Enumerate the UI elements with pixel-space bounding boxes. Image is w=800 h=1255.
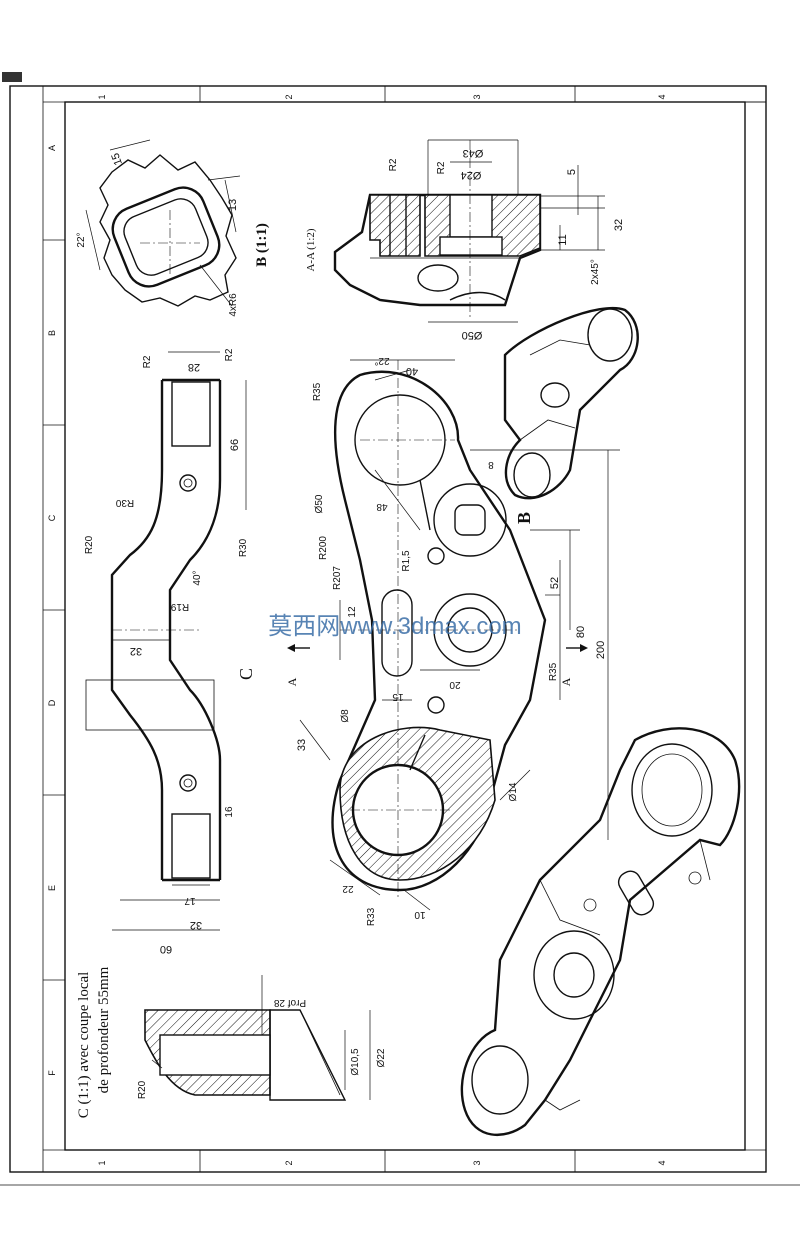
main-dim-r33: R33 [366,907,377,926]
detail-b-view: 15 13 22° 4xR6 B (1:1) [76,139,270,317]
section-aa-title: A-A (1:2) [305,228,317,271]
main-dim-48: 48 [376,501,388,512]
side-dim-16: 16 [224,806,235,818]
side-dim-32-b: 32 [190,919,202,931]
section-aa-dim-11: 11 [557,234,569,245]
main-detail-letter-b: B [514,512,534,524]
main-dim-52: 52 [549,577,561,589]
zone-left-a: A [47,145,57,151]
section-aa-dim-r2-a: R2 [388,158,399,171]
main-dim-r207: R207 [332,566,343,590]
drawing-frame [0,85,800,1186]
section-aa-dim-r2-b: R2 [436,161,447,174]
main-dim-d50: Ø50 [314,494,325,513]
zone-top-4: 4 [657,94,667,99]
zone-bottom-3: 3 [472,1160,482,1165]
main-dim-d8: Ø8 [340,709,351,723]
section-aa-view: R2 R2 Ø43 Ø24 5 32 11 2x45° Ø50 A-A (1:2… [305,139,625,341]
detail-c-dim-d22: Ø22 [376,1048,387,1067]
section-aa-dim-5: 5 [566,169,578,175]
detail-c-title-line1: C (1:1) avec coupe local [76,972,92,1119]
detail-b-dim-15: 15 [109,151,124,167]
zone-bottom-1: 1 [97,1160,107,1165]
detail-c-view: Prof 28 Ø10,5 Ø22 R20 C (1:1) avec coupe… [76,966,387,1118]
main-dim-8: 8 [488,459,494,470]
main-section-letter-a-left: A [285,677,299,686]
zone-bottom-4: 4 [657,1160,667,1165]
zone-left-b: B [47,330,57,336]
main-dim-200: 200 [595,641,607,659]
main-dim-d14: Ø14 [508,782,519,801]
zone-bottom-2: 2 [284,1160,294,1165]
main-dim-r200: R200 [318,536,329,560]
section-aa-dim-d50: Ø50 [462,329,483,341]
zone-left-f: F [47,1070,57,1076]
main-dim-22deg-top: 22° [374,355,389,366]
detail-b-dim-22deg: 22° [76,232,87,247]
side-view-title: C [236,668,256,680]
side-dim-r2-a: R2 [142,355,153,368]
main-dim-22: 22 [342,883,354,894]
main-dim-10: 10 [414,909,426,920]
zone-left-c: C [47,514,57,521]
zone-top-3: 3 [472,94,482,99]
zone-top-2: 2 [284,94,294,99]
main-section-letter-a-right: A [559,677,573,686]
detail-c-dim-r20: R20 [137,1080,148,1099]
main-dim-r35-top: R35 [312,382,323,401]
detail-b-dim-13: 13 [227,199,239,211]
main-dim-r1-5: R1,5 [401,550,412,572]
section-aa-dim-32: 32 [613,219,625,231]
main-dim-40: 40 [406,365,418,377]
section-aa-dim-d24: Ø24 [461,169,482,181]
side-dim-40deg: 40° [192,570,203,585]
main-dim-12: 12 [347,606,358,618]
detail-c-title-line2: de profondeur 55mm [96,966,112,1093]
watermark-text: 莫西网www.3dmax.com [268,613,521,640]
side-dim-r20: R20 [84,535,95,554]
side-view: R2 28 R2 66 R30 R20 R30 40° R19 32 16 17… [84,348,256,955]
main-dim-33: 33 [296,739,308,751]
section-aa-dim-d43: Ø43 [463,147,484,159]
main-dim-20: 20 [449,679,461,690]
detail-c-dim-prof28: Prof 28 [273,997,306,1008]
side-dim-r30-a: R30 [115,497,134,508]
main-dim-80: 80 [575,626,587,638]
zone-left-e: E [47,885,57,891]
side-dim-66: 66 [229,439,241,451]
detail-c-dim-d10-5: Ø10,5 [350,1048,361,1076]
corner-badge-icon [2,72,22,82]
iso-view-large [460,727,741,1137]
side-dim-60: 60 [160,943,172,955]
detail-b-title: B (1:1) [254,223,270,267]
zone-labels: 1 2 3 4 1 2 3 4 A B C D E F [47,94,667,1165]
zone-left-d: D [47,699,57,706]
side-dim-32-a: 32 [130,645,142,657]
zone-top-1: 1 [97,94,107,99]
main-view: R35 22° 40 Ø50 48 8 R200 R1,5 R207 52 20… [285,355,620,926]
detail-b-dim-4xr6: 4xR6 [228,293,239,317]
main-dim-r35-bottom: R35 [548,662,559,681]
side-dim-r2-b: R2 [224,348,235,361]
side-dim-r19: R19 [170,601,189,612]
iso-view-small [503,306,639,500]
side-dim-28: 28 [188,361,200,373]
section-aa-dim-2x45: 2x45° [590,259,601,285]
side-dim-r30-b: R30 [238,538,249,557]
main-dim-15: 15 [392,691,404,702]
side-dim-17: 17 [184,895,196,906]
